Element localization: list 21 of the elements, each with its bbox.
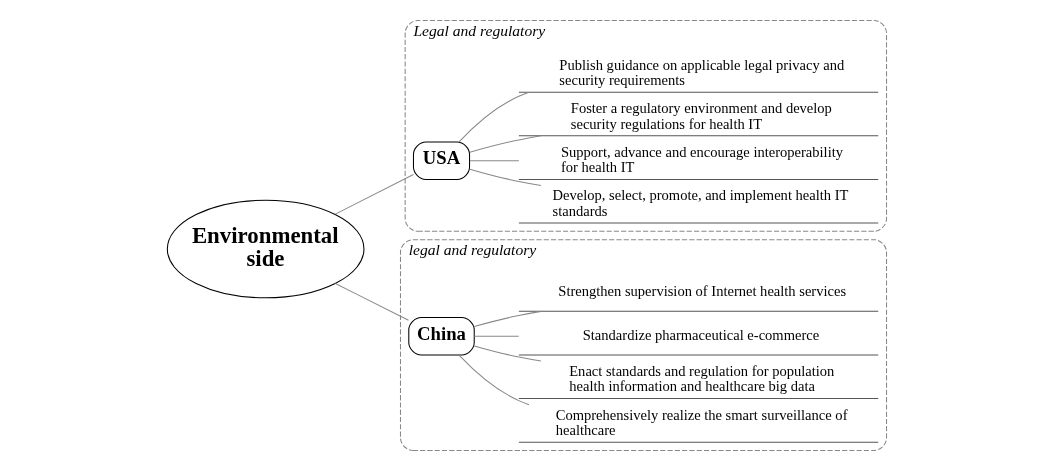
node-text: Develop, select, promote, and implement health IT standards [552, 187, 848, 219]
connector [473, 310, 541, 328]
node-text: Publish guidance on applicable legal privacy and security requirements [558, 56, 844, 89]
node-text: Enact standards and regulation for population health information and healthcare big data [568, 362, 834, 395]
node-text: Foster a regulatory environment and develop security regulations for health IT [570, 100, 832, 132]
connector [458, 354, 529, 406]
connector [473, 335, 519, 337]
node-text: Comprehensively realize the smart surveillance of healthcare [555, 406, 847, 439]
connector [334, 282, 409, 321]
node-box: USA [412, 141, 470, 180]
node-text: Support, advance and encourage interoperability for health IT [560, 143, 843, 176]
node-text: Strengthen supervision of Internet health services [557, 283, 846, 300]
connector [468, 168, 541, 187]
node-ellipse: Environmental side [166, 199, 364, 299]
connector [334, 173, 414, 215]
connector [458, 91, 529, 143]
connector [468, 135, 541, 153]
connector [473, 345, 541, 362]
node-text: Standardize pharmaceutical e-commerce [582, 327, 819, 344]
node-box: China [407, 317, 475, 356]
connector [468, 160, 519, 162]
